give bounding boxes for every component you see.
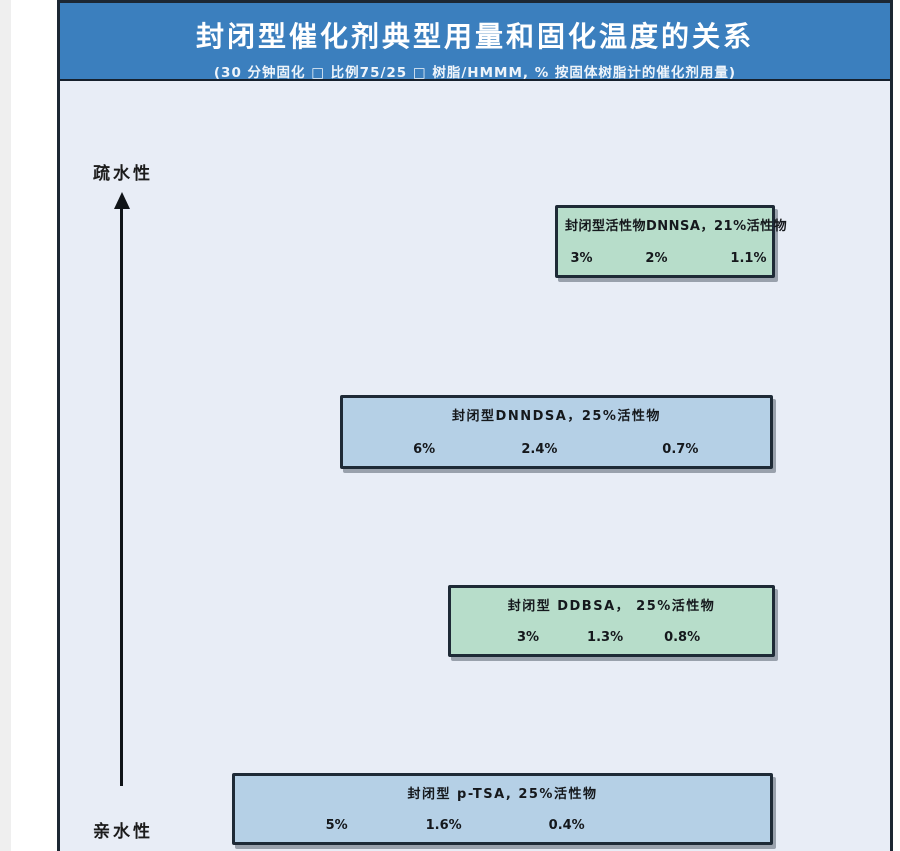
dosage-values-row: 5% 1.6% 0.4% [235, 818, 770, 834]
figure-title: 封闭型催化剂典型用量和固化温度的关系 [195, 20, 754, 53]
dosage-value: 0.8% [664, 630, 701, 645]
figure-subtitle: (30 分钟固化 □ 比例75/25 □ 树脂/HMMM, % 按固体树脂计的催… [213, 65, 737, 81]
axis-arrow-up-icon [113, 192, 130, 209]
catalyst-box-title: 封闭型活性物DNNSA，21%活性物 [565, 219, 788, 234]
dosage-value: 5% [325, 818, 348, 833]
dosage-values-row: 3% 1.3% 0.8% [451, 630, 772, 646]
dosage-values-row: 6% 2.4% 0.7% [343, 442, 770, 458]
dosage-value: 6% [413, 442, 436, 457]
left-edge-strip [0, 0, 11, 851]
catalyst-box-title: 封闭型 DDBSA， 25%活性物 [507, 599, 716, 614]
dosage-value: 2% [645, 251, 668, 266]
dosage-value: 3% [570, 251, 593, 266]
dosage-value: 1.6% [425, 818, 462, 833]
catalyst-box-title: 封闭型 p-TSA, 25%活性物 [407, 787, 598, 802]
dosage-value: 1.3% [587, 630, 624, 645]
figure-frame: 封闭型催化剂典型用量和固化温度的关系 (30 分钟固化 □ 比例75/25 □ … [57, 0, 893, 851]
axis-label-hydrophilic: 亲水性 [93, 822, 153, 842]
axis-arrow-shaft [120, 208, 123, 786]
dosage-value: 1.1% [730, 251, 767, 266]
catalyst-box-dnnsa: 封闭型活性物DNNSA，21%活性物 3% 2% 1.1% [555, 205, 788, 278]
dosage-value: 0.7% [662, 442, 699, 457]
catalyst-box-title: 封闭型DNNDSA，25%活性物 [452, 409, 661, 424]
dosage-value: 3% [516, 630, 540, 645]
axis-label-hydrophobic: 疏水性 [93, 164, 153, 184]
catalyst-box-ddbsa: 封闭型 DDBSA， 25%活性物 3% 1.3% 0.8% [448, 585, 775, 657]
dosage-value: 2.4% [521, 442, 558, 457]
dosage-values-row: 3% 2% 1.1% [558, 251, 772, 267]
catalyst-box-ptsa: 封闭型 p-TSA, 25%活性物 5% 1.6% 0.4% [232, 773, 773, 845]
dosage-value: 0.4% [548, 818, 585, 833]
catalyst-box-dnndsa: 封闭型DNNDSA，25%活性物 6% 2.4% 0.7% [340, 395, 773, 469]
figure-header: 封闭型催化剂典型用量和固化温度的关系 (30 分钟固化 □ 比例75/25 □ … [60, 3, 890, 81]
chart-canvas: 疏水性 亲水性 封闭型活性物DNNSA，21%活性物 3% 2% 1.1% 封闭… [60, 81, 890, 851]
